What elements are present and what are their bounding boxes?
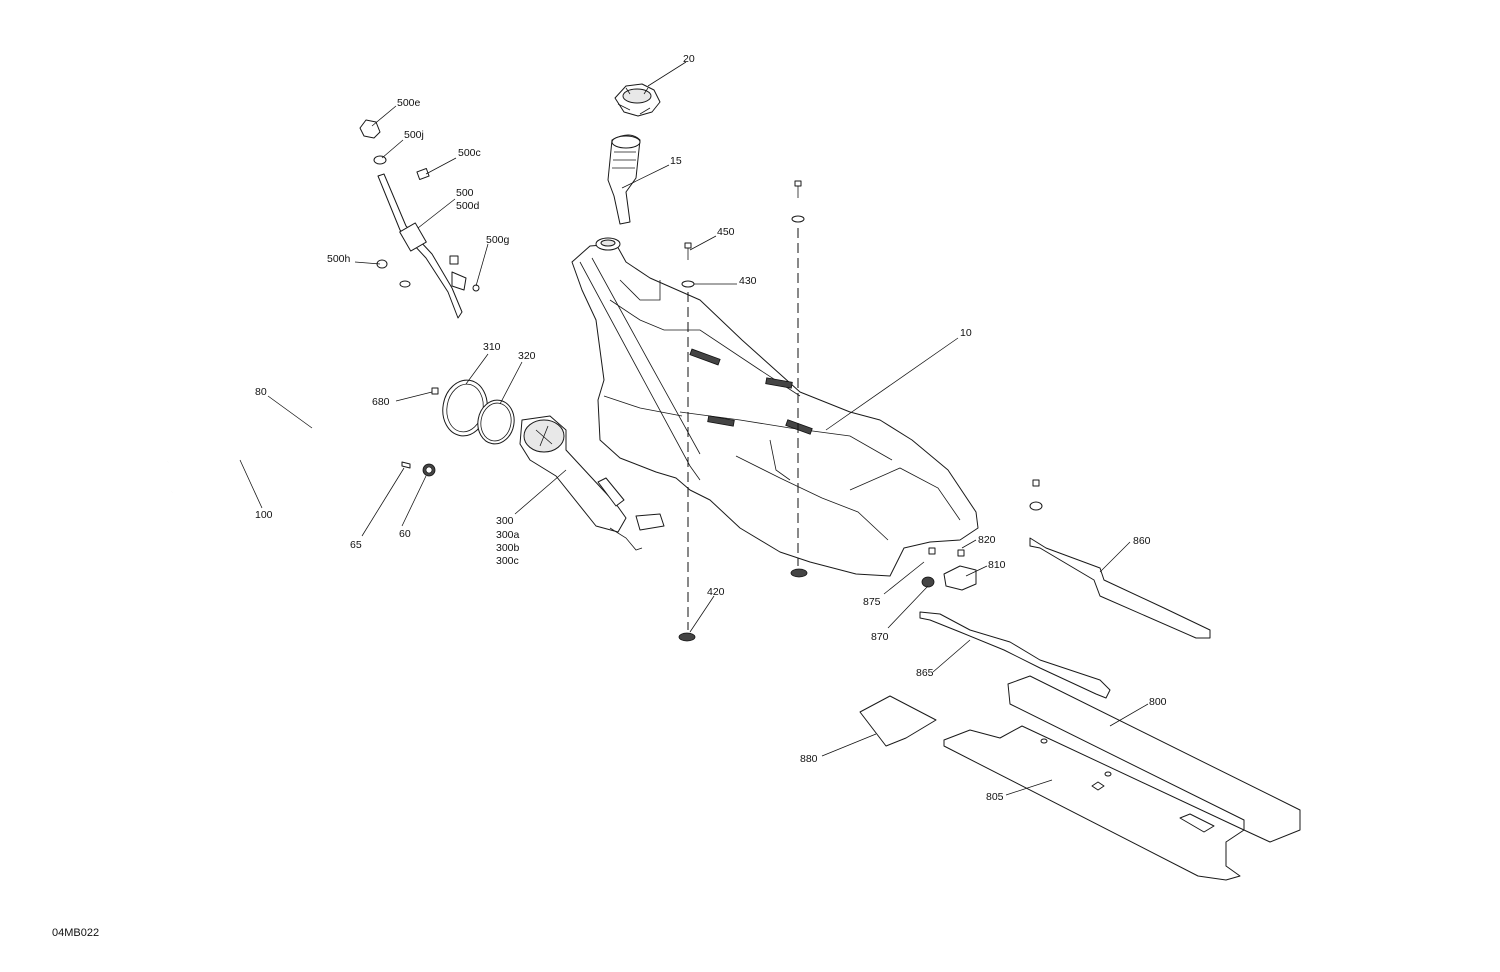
callout-80: 80	[255, 386, 267, 398]
callout-500c: 500c	[458, 147, 481, 159]
callout-500e: 500e	[397, 97, 421, 109]
callout-800: 800	[1149, 696, 1167, 708]
callout-500j: 500j	[404, 129, 424, 141]
callout-300a: 300a	[496, 529, 520, 541]
fuel-tank-part[interactable]	[571, 237, 979, 577]
filler-neck-part[interactable]	[607, 134, 641, 225]
nut-870-part[interactable]	[921, 576, 935, 588]
fuel-line-80-part[interactable]	[167, 426, 415, 463]
callout-875: 875	[863, 596, 881, 608]
callout-880: 880	[800, 753, 818, 765]
heat-shield-805-part[interactable]	[943, 725, 1245, 881]
heat-shield-880-part[interactable]	[859, 695, 937, 747]
callout-870: 870	[871, 631, 889, 643]
callout-300c: 300c	[496, 555, 519, 567]
callout-500d: 500d	[456, 200, 480, 212]
callout-300: 300	[496, 515, 514, 527]
callout-805: 805	[986, 791, 1004, 803]
callout-10: 10	[960, 327, 972, 339]
callout-810: 810	[988, 559, 1006, 571]
heat-shield-800-part[interactable]	[1007, 675, 1301, 843]
lock-ring-310-part[interactable]	[438, 377, 491, 440]
callout-860: 860	[1133, 535, 1151, 547]
bolt-right-part[interactable]	[791, 180, 805, 223]
fuel-line-100-part[interactable]	[171, 471, 311, 493]
grommet-right-part[interactable]	[790, 568, 808, 578]
fuel-pump-module-part[interactable]	[519, 415, 665, 551]
fitting-60-part[interactable]	[422, 463, 436, 477]
callout-15: 15	[670, 155, 682, 167]
callout-65: 65	[350, 539, 362, 551]
callout-865: 865	[916, 667, 934, 679]
screw-875-part[interactable]	[928, 547, 936, 555]
bolt-450-part[interactable]	[684, 242, 692, 260]
callout-450: 450	[717, 226, 735, 238]
washer-430-part[interactable]	[681, 280, 695, 288]
fuel-cap-part[interactable]	[614, 83, 661, 117]
callout-100: 100	[255, 509, 273, 521]
screw-680-part[interactable]	[431, 387, 439, 395]
figure-reference-code: 04MB022	[52, 927, 99, 939]
callout-430: 430	[739, 275, 757, 287]
grommet-420-part[interactable]	[678, 632, 696, 642]
callout-20: 20	[683, 53, 695, 65]
vent-hose-assembly-part[interactable]	[359, 119, 480, 319]
callout-820: 820	[978, 534, 996, 546]
callout-310: 310	[483, 341, 501, 353]
callout-500: 500	[456, 187, 474, 199]
callout-300b: 300b	[496, 542, 520, 554]
callout-420: 420	[707, 586, 725, 598]
callout-500h: 500h	[327, 253, 351, 265]
bracket-810-part[interactable]	[943, 549, 977, 591]
leader-lines	[239, 61, 1149, 796]
callout-500g: 500g	[486, 234, 510, 246]
bracket-865-part[interactable]	[919, 611, 1111, 699]
clamp-65-part[interactable]	[401, 461, 411, 469]
callout-60: 60	[399, 528, 411, 540]
callout-320: 320	[518, 350, 536, 362]
bracket-860-part[interactable]	[1029, 479, 1211, 639]
o-ring-320-part[interactable]	[474, 397, 517, 447]
callout-680: 680	[372, 396, 390, 408]
